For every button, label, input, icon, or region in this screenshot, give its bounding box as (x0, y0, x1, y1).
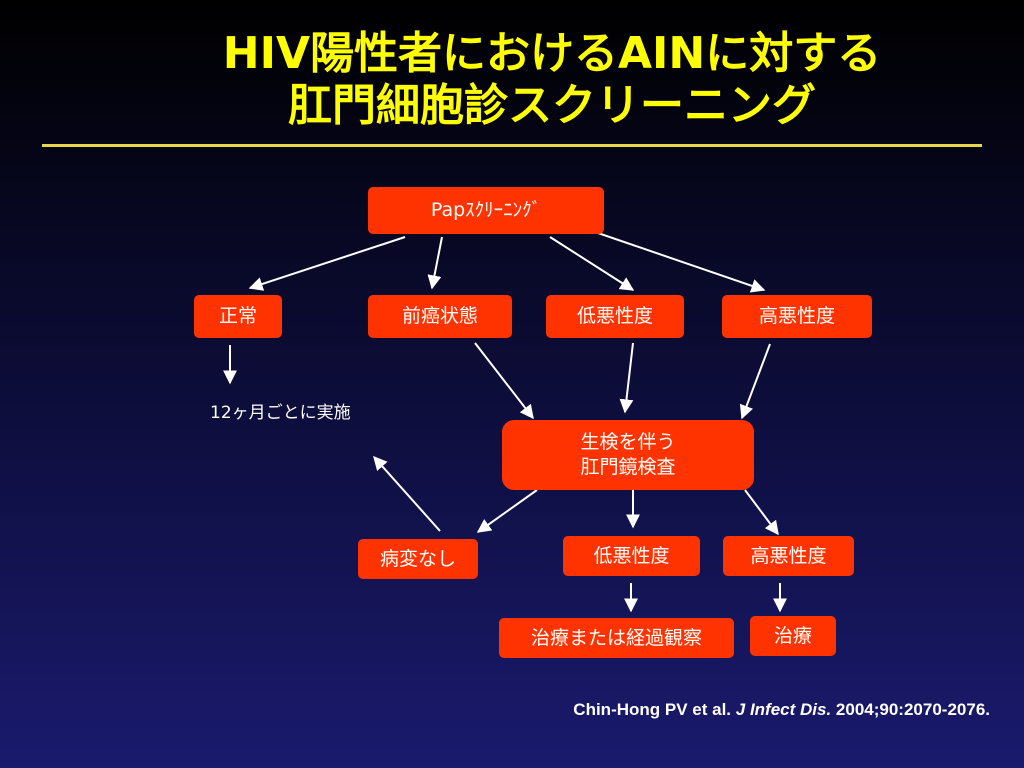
arrow-biopsy-to-no-lesion (476, 489, 538, 533)
box-precancer: 前癌状態 (368, 295, 512, 338)
box-normal-label: 正常 (218, 305, 257, 327)
box-normal: 正常 (194, 295, 282, 338)
arrow-root-to-precancer (427, 236, 443, 290)
citation-ref: 2004;90:2070-2076. (835, 700, 990, 719)
arrow-low-grade-to-biopsy (619, 342, 634, 414)
box-treat-or-observe: 治療または経過観察 (499, 618, 734, 658)
box-biopsy-anoscopy: 生検を伴う 肛門鏡検査 (502, 420, 754, 490)
box-pap-screening: Papｽｸﾘｰﾆﾝｸﾞ (368, 187, 604, 234)
citation: Chin-Hong PV et al. J Infect Dis. 2004;9… (490, 700, 990, 720)
arrow-no-lesion-to-interval (373, 455, 441, 532)
arrow-high-grade-to-biopsy (739, 343, 771, 420)
interval-note: 12ヶ月ごとに実施 (210, 403, 351, 423)
box-treatment-label: 治療 (773, 624, 812, 647)
box-no-lesion-label: 病変なし (379, 547, 456, 570)
arrow-biopsy-to-high-grade (744, 489, 779, 536)
box-precancer-label: 前癌状態 (401, 305, 478, 327)
title-line-1: HIV陽性者におけるAINに対する (222, 28, 882, 79)
box-result-high-grade-label: 高悪性度 (750, 544, 827, 567)
box-no-lesion: 病変なし (358, 539, 478, 579)
citation-authors: Chin-Hong PV et al. (573, 700, 732, 719)
box-pap-screening-label: Papｽｸﾘｰﾆﾝｸﾞ (430, 199, 542, 221)
title-divider (42, 144, 982, 147)
arrow-root-to-normal (248, 236, 406, 291)
box-result-low-grade-label: 低悪性度 (593, 544, 670, 567)
box-result-low-grade: 低悪性度 (563, 536, 700, 576)
box-biopsy-line-2: 肛門鏡検査 (580, 456, 676, 478)
box-biopsy-line-1: 生検を伴う (580, 431, 676, 453)
title-line-2: 肛門細胞診スクリーニング (288, 80, 816, 131)
arrow-precancer-to-biopsy (474, 342, 534, 420)
box-high-grade-label: 高悪性度 (758, 305, 835, 327)
box-low-grade: 低悪性度 (546, 295, 684, 338)
box-low-grade-label: 低悪性度 (576, 305, 653, 327)
box-treat-or-observe-label: 治療または経過観察 (530, 626, 702, 649)
citation-journal: J Infect Dis. (735, 700, 832, 719)
arrow-root-to-high-grade (597, 232, 766, 293)
arrow-root-to-low-grade (549, 236, 635, 291)
box-treatment: 治療 (750, 616, 836, 656)
box-result-high-grade: 高悪性度 (723, 536, 854, 576)
box-high-grade: 高悪性度 (722, 295, 872, 338)
